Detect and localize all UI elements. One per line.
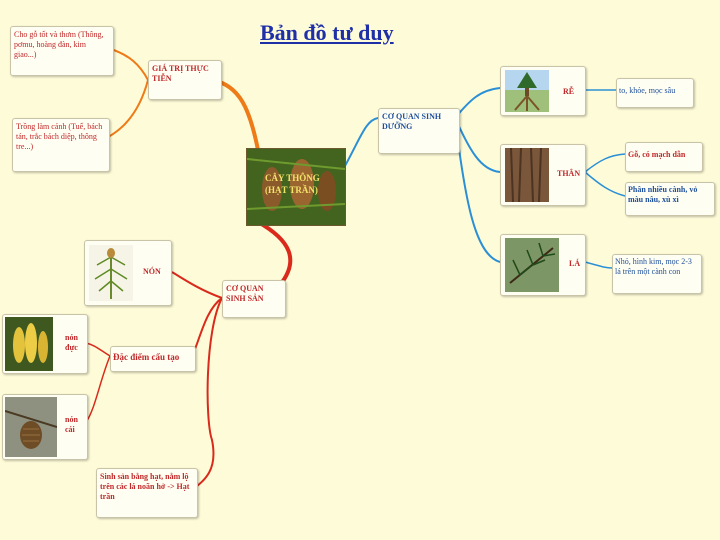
male-cone-icon <box>5 317 53 371</box>
leaf-node[interactable]: LÁ <box>500 234 586 296</box>
seed-node[interactable]: Sinh sản bằng hạt, nằm lộ trên các lá no… <box>96 468 198 518</box>
structure-node[interactable]: Đặc điểm cấu tạo <box>110 346 196 372</box>
root-node[interactable]: RỄ <box>500 66 586 116</box>
root-desc: to, khỏe, mọc sâu <box>619 86 675 95</box>
page-title: Bản đồ tư duy <box>260 20 394 46</box>
pine-needles-icon <box>505 238 559 292</box>
female-cone-image <box>5 397 57 457</box>
tree-roots-icon <box>505 70 549 112</box>
leaf-desc-node[interactable]: Nhỏ, hình kim, mọc 2-3 lá trên một cành … <box>612 254 702 294</box>
root-label: RỄ <box>563 87 574 97</box>
cone-image <box>89 245 133 301</box>
value-item-ornamental[interactable]: Trồng làm cảnh (Tuế, bách tán, trắc bách… <box>12 118 110 172</box>
veg-branch-label: CƠ QUAN SINH DƯỠNG <box>382 112 441 131</box>
leaf-label: LÁ <box>569 259 580 269</box>
center-label-1: CÂY THÔNG <box>265 173 320 183</box>
value-item-ornamental-text: Trồng làm cảnh (Tuế, bách tán, trắc bách… <box>16 122 102 151</box>
cone-node[interactable]: NÓN <box>84 240 172 306</box>
pine-cone-image: CÂY THÔNG (HẠT TRẦN) <box>246 148 346 226</box>
female-cone-node[interactable]: nón cái <box>2 394 88 460</box>
center-label-2: (HẠT TRẦN) <box>265 185 318 195</box>
value-item-wood[interactable]: Cho gỗ tốt và thơm (Thông, pơmu, hoàng đ… <box>10 26 114 76</box>
seed-desc: Sinh sản bằng hạt, nằm lộ trên các lá no… <box>100 472 189 501</box>
leaf-desc: Nhỏ, hình kim, mọc 2-3 lá trên một cành … <box>615 257 692 276</box>
stem-label: THÂN <box>557 169 580 179</box>
root-image <box>505 70 549 112</box>
stem-desc-wood-node[interactable]: Gỗ, có mạch dẫn <box>625 142 703 172</box>
veg-branch-node[interactable]: CƠ QUAN SINH DƯỠNG <box>378 108 460 154</box>
male-cone-label: nón đực <box>65 333 85 353</box>
cone-label: NÓN <box>143 267 161 277</box>
value-branch-node[interactable]: GIÁ TRỊ THỰC TIỄN <box>148 60 222 100</box>
leaf-image <box>505 238 559 292</box>
structure-label: Đặc điểm cấu tạo <box>113 352 179 362</box>
stem-desc-wood: Gỗ, có mạch dẫn <box>628 150 685 159</box>
stem-desc-bark: Phân nhiều cành, vỏ màu nâu, xù xì <box>628 185 697 204</box>
male-cone-node[interactable]: nón đực <box>2 314 88 374</box>
stem-desc-bark-node[interactable]: Phân nhiều cành, vỏ màu nâu, xù xì <box>625 182 715 216</box>
root-desc-node[interactable]: to, khỏe, mọc sâu <box>616 78 694 108</box>
bark-icon <box>505 148 549 202</box>
female-cone-label: nón cái <box>65 415 85 435</box>
value-branch-label: GIÁ TRỊ THỰC TIỄN <box>152 64 209 83</box>
male-cone-image <box>5 317 53 371</box>
repro-branch-node[interactable]: CƠ QUAN SINH SẢN <box>222 280 286 318</box>
pine-branch-icon <box>89 245 133 301</box>
stem-image <box>505 148 549 202</box>
repro-branch-label: CƠ QUAN SINH SẢN <box>226 284 264 303</box>
female-cone-icon <box>5 397 57 457</box>
stem-node[interactable]: THÂN <box>500 144 586 206</box>
value-item-wood-text: Cho gỗ tốt và thơm (Thông, pơmu, hoàng đ… <box>14 30 104 59</box>
